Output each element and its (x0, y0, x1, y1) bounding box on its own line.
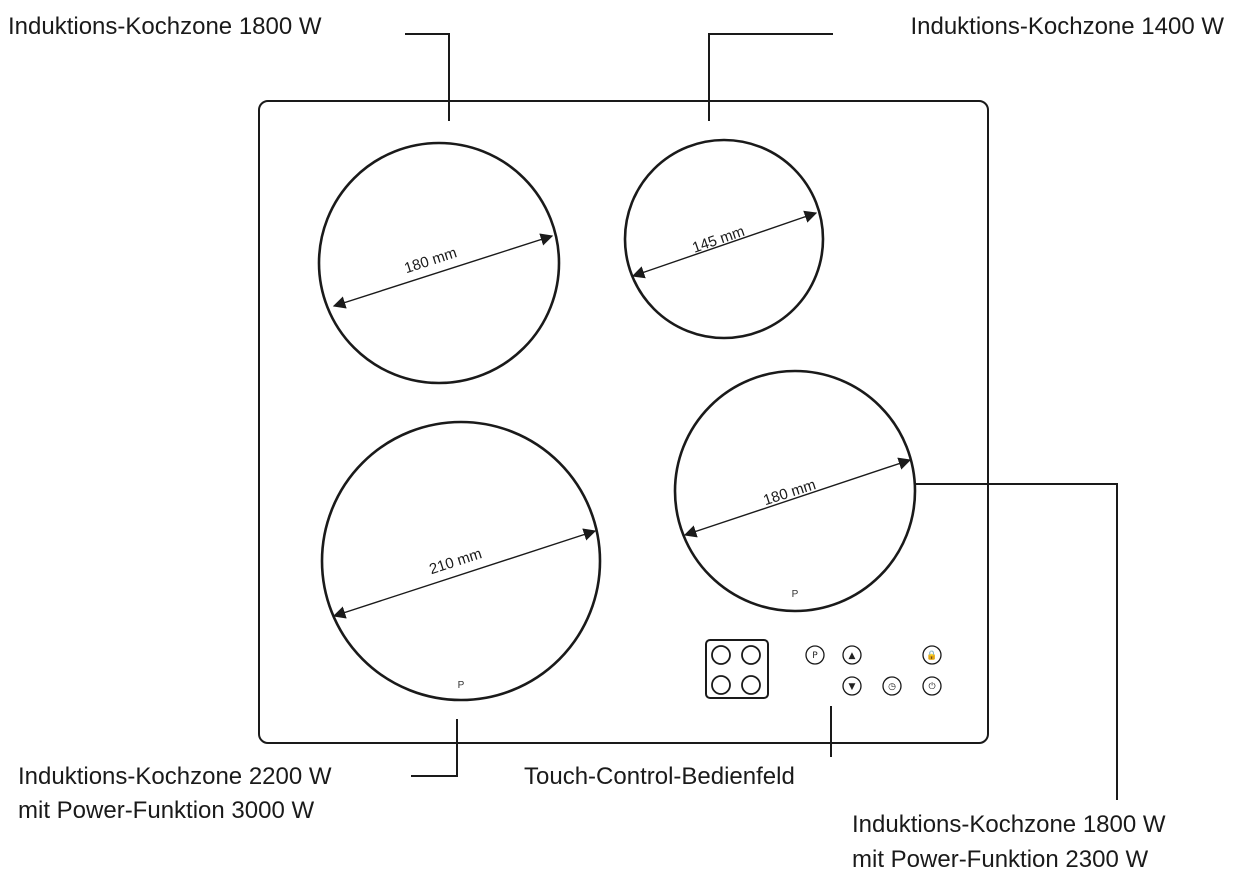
label-zone-top-right: Induktions-Kochzone 1400 W (910, 13, 1224, 40)
timer-icon: ◷ (888, 682, 896, 692)
zone-circle (317, 141, 561, 385)
power-mark: P (458, 680, 465, 691)
increase-icon: ▲ (849, 651, 856, 661)
zone-circle (320, 420, 602, 702)
increase-button[interactable]: ▲ (842, 645, 862, 665)
zone-circle (623, 138, 825, 340)
leader-line-top-left (405, 33, 450, 121)
diameter-arrow (683, 457, 912, 538)
decrease-button[interactable]: ▼ (842, 676, 862, 696)
label-control-panel: Touch-Control-Bedienfeld (524, 763, 795, 790)
diameter-arrow (631, 210, 818, 279)
on-off-icon: ⏻ (928, 681, 935, 692)
timer-button[interactable]: ◷ (882, 676, 902, 696)
label-zone-bottom-left-line2: mit Power-Funktion 3000 W (18, 797, 314, 824)
label-zone-bottom-left-line1: Induktions-Kochzone 2200 W (18, 763, 332, 790)
leader-line-bottom-right (915, 483, 1118, 800)
cooktop-outline (258, 100, 989, 744)
leader-line-bottom-left (411, 719, 458, 777)
on-off-button[interactable]: ⏻ (922, 676, 942, 696)
decrease-icon: ▼ (849, 682, 856, 692)
zone-circle (673, 369, 917, 613)
power-boost-button[interactable]: P (805, 645, 825, 665)
label-zone-bottom-right-line2: mit Power-Funktion 2300 W (852, 846, 1148, 873)
lock-icon: 🔒 (926, 650, 937, 661)
diameter-arrow (332, 528, 597, 619)
power-boost-icon: P (812, 651, 818, 661)
leader-line-top-right (708, 33, 833, 121)
label-zone-top-left: Induktions-Kochzone 1800 W (8, 13, 322, 40)
lock-button[interactable]: 🔒 (922, 645, 942, 665)
power-mark: P (792, 589, 799, 600)
zone-selector-icon[interactable] (705, 639, 769, 699)
touch-control-panel: P ▲ 🔒 ▼ ◷ ⏻ (705, 639, 942, 699)
label-zone-bottom-right-line1: Induktions-Kochzone 1800 W (852, 811, 1166, 838)
diameter-arrow (332, 233, 554, 309)
